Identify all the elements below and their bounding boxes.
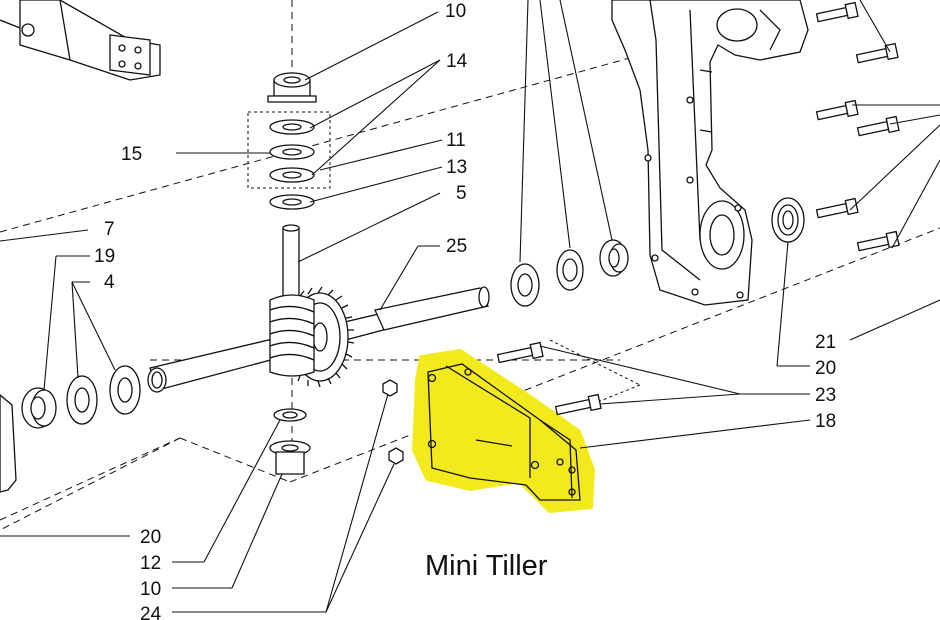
label-20-left: 20: [140, 527, 161, 548]
label-13: 13: [446, 157, 467, 178]
highlighted-mounting-bracket: [411, 348, 596, 514]
label-14: 14: [446, 51, 468, 72]
top-left-bracket: [0, 0, 161, 81]
gear-housing: [611, 0, 809, 306]
axle-and-worm-gear: [147, 286, 490, 393]
label-24: 24: [140, 604, 162, 620]
label-19: 19: [94, 246, 115, 267]
label-12: 12: [140, 553, 161, 574]
label-10-top: 10: [445, 1, 466, 22]
label-10-bottom: 10: [140, 579, 161, 600]
left-bearings: [0, 365, 141, 493]
label-11: 11: [446, 130, 466, 151]
label-4: 4: [104, 272, 115, 293]
callout-labels: 10 14 15 11 13 5 25 7 19 4 21 20 23 18 2…: [94, 1, 836, 620]
right-bolts: [815, 1, 900, 252]
label-15: 15: [121, 144, 142, 165]
oil-seal: [771, 197, 805, 243]
diagram-title: Mini Tiller: [425, 550, 548, 582]
label-7: 7: [104, 219, 115, 240]
label-5: 5: [456, 183, 467, 204]
label-23: 23: [815, 385, 836, 406]
vertical-shaft-stack: [247, 72, 331, 475]
label-25: 25: [446, 236, 467, 257]
axle-washers: [510, 239, 629, 307]
label-21: 21: [815, 332, 836, 353]
label-20-right: 20: [815, 358, 836, 379]
bracket-bolts: [382, 341, 602, 465]
label-18: 18: [815, 411, 836, 432]
